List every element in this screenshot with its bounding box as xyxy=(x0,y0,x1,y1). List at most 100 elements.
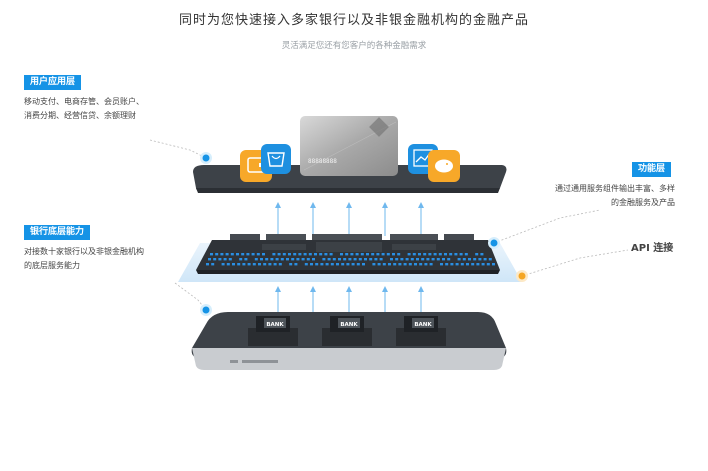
led-cell xyxy=(478,258,482,261)
led-cell xyxy=(454,253,458,256)
led-cell xyxy=(395,258,399,261)
led-cell xyxy=(436,258,440,261)
led-cell xyxy=(265,258,269,261)
page-title: 同时为您快速接入多家银行以及非银金融机构的金融产品 xyxy=(178,13,529,28)
led-cell xyxy=(390,258,393,261)
led-cell xyxy=(374,258,378,261)
led-cell xyxy=(455,263,459,266)
led-cell xyxy=(421,258,425,261)
led-cell xyxy=(447,258,451,261)
led-cell xyxy=(319,253,323,256)
led-cell xyxy=(320,263,324,266)
led-cell xyxy=(223,258,227,261)
card-number: 88888888 xyxy=(308,158,337,165)
led-cell xyxy=(418,253,421,256)
led-cell xyxy=(473,258,477,261)
led-cell xyxy=(407,253,411,256)
led-cell xyxy=(480,253,484,256)
led-cell xyxy=(270,258,274,261)
led-cell xyxy=(303,253,307,256)
led-cell xyxy=(428,253,432,256)
led-cell xyxy=(381,253,385,256)
led-cell xyxy=(358,258,362,261)
led-cell xyxy=(291,258,295,261)
led-cell xyxy=(462,258,466,261)
led-cell xyxy=(251,253,255,256)
led-cell xyxy=(466,263,469,266)
connector-dot-function xyxy=(488,237,500,249)
led-cell xyxy=(252,263,256,266)
bank-layer-desc-line1: 对接数十家银行以及非银金融机构 xyxy=(24,247,144,256)
led-cell xyxy=(362,263,365,266)
led-cell xyxy=(293,253,297,256)
led-cell xyxy=(416,258,419,261)
led-cell xyxy=(400,258,404,261)
led-cell xyxy=(475,253,479,256)
led-cell xyxy=(410,258,414,261)
led-cell xyxy=(445,263,449,266)
led-cell xyxy=(426,258,430,261)
function-layer-desc-line2: 的金融服务及产品 xyxy=(611,198,675,207)
led-cell xyxy=(364,258,367,261)
led-cell xyxy=(275,258,279,261)
bank-layer-tag: 银行底层能力 xyxy=(24,225,91,240)
led-cell xyxy=(471,263,475,266)
led-cell xyxy=(481,263,485,266)
led-cell xyxy=(442,258,445,261)
connector-dot-user xyxy=(200,152,212,164)
led-cell xyxy=(236,253,239,256)
bank-label-3: BANK xyxy=(414,322,432,328)
led-cell xyxy=(226,263,230,266)
user-layer-desc-line1: 移动支付、电商存管、会员账户、 xyxy=(24,97,144,106)
led-cell xyxy=(268,263,272,266)
led-cell xyxy=(351,263,355,266)
led-cell xyxy=(459,253,463,256)
led-cell xyxy=(488,258,492,261)
led-cell xyxy=(371,253,375,256)
bank-box-2: BANK xyxy=(322,316,372,346)
led-cell xyxy=(468,258,471,261)
led-cell xyxy=(355,253,359,256)
led-cell xyxy=(322,258,326,261)
led-cell xyxy=(286,258,289,261)
led-cell xyxy=(260,258,263,261)
upward-arrows-bottom xyxy=(275,286,424,312)
led-cell xyxy=(476,263,480,266)
function-layer-tag: 功能层 xyxy=(632,162,672,177)
function-layer-desc: 通过通用服务组件输出丰富、多样 的金融服务及产品 xyxy=(500,182,675,210)
led-cell xyxy=(244,258,248,261)
led-cell xyxy=(377,263,381,266)
led-cell xyxy=(376,253,380,256)
bank-card: 88888888 xyxy=(300,116,398,176)
led-cell xyxy=(356,263,360,266)
led-cell xyxy=(325,263,329,266)
led-cell xyxy=(330,263,334,266)
led-cell xyxy=(393,263,397,266)
led-cell xyxy=(346,263,350,266)
led-cell xyxy=(254,258,258,261)
connector-dot-bank xyxy=(200,304,212,316)
led-cell xyxy=(262,253,265,256)
led-cell xyxy=(350,253,354,256)
led-cell xyxy=(360,253,364,256)
led-cell xyxy=(241,253,245,256)
led-cell xyxy=(327,258,331,261)
led-cell xyxy=(343,258,347,261)
led-cell xyxy=(423,253,427,256)
led-cell xyxy=(304,263,308,266)
led-cell xyxy=(424,263,428,266)
led-cell xyxy=(483,258,487,261)
led-cell xyxy=(230,253,234,256)
led-cell xyxy=(324,253,328,256)
led-cell xyxy=(256,253,260,256)
bank-label-2: BANK xyxy=(340,322,358,328)
led-cell xyxy=(464,253,468,256)
led-cell xyxy=(397,253,401,256)
function-layer-leds xyxy=(206,253,495,266)
led-cell xyxy=(294,263,298,266)
led-cell xyxy=(372,263,376,266)
led-cell xyxy=(419,263,423,266)
led-cell xyxy=(282,253,286,256)
led-cell xyxy=(213,258,217,261)
connector-dot-api xyxy=(516,270,528,282)
